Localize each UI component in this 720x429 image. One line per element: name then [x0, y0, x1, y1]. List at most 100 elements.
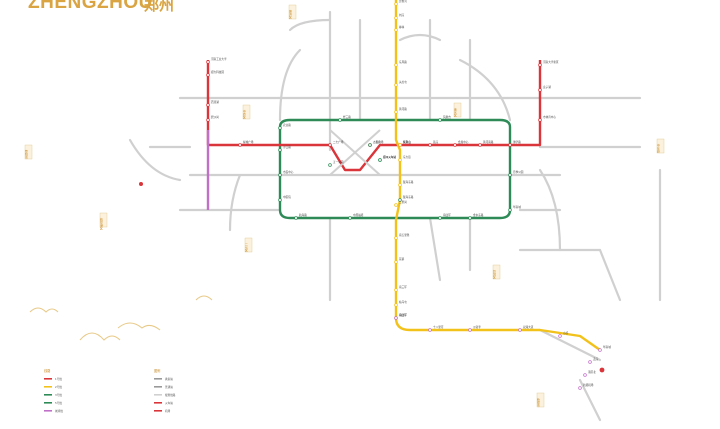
district-tag-bg: [242, 104, 251, 120]
district-tag-bg: [453, 102, 462, 118]
station-label: 黄河路: [399, 107, 407, 111]
station-dot: [398, 143, 402, 147]
station-dot: [583, 373, 587, 377]
station-label: 博学路: [513, 140, 521, 144]
station-label: 绿城广场: [243, 140, 254, 144]
station-dot: [278, 126, 282, 130]
station-label: 新郑机场: [583, 383, 594, 387]
legend-swatch: [44, 378, 52, 380]
station-label: 站马屯: [399, 300, 407, 304]
legend-swatch: [44, 394, 52, 396]
station-label: 中原福塔: [353, 213, 364, 217]
station-label: 南四环: [399, 313, 407, 317]
station-dot: [518, 328, 522, 332]
station-dot: [394, 2, 398, 6]
station-label: 沙窝李: [473, 325, 481, 329]
station-label: 贾鲁河: [399, 0, 407, 3]
station-dot: [578, 386, 582, 390]
station-label: 华南城: [603, 345, 611, 349]
station-dot: [294, 216, 298, 220]
station-dot: [394, 203, 398, 207]
station-label: 中医院: [283, 195, 291, 199]
station-dot: [328, 163, 332, 167]
district-name: 新郑市: [536, 397, 540, 408]
station-label: 市体育中心: [543, 115, 556, 119]
district-name: 中原区: [242, 109, 246, 119]
station-dot: [508, 208, 512, 212]
station-label: 郑州火车站: [383, 155, 396, 159]
station-dot: [598, 348, 602, 352]
district-name: 航空港区: [99, 217, 103, 230]
station-label: 港区北: [588, 370, 596, 374]
station-dot: [206, 118, 210, 122]
station-dot: [394, 316, 398, 320]
station-dot: [238, 143, 242, 147]
station-dot: [278, 148, 282, 152]
station-label: 金水东路: [473, 213, 484, 217]
station-dot: [558, 334, 562, 338]
station-label: 陇海东路: [403, 195, 414, 199]
legend-label: 1号线: [55, 377, 62, 381]
legend-swatch: [154, 386, 162, 388]
station-dot: [538, 88, 542, 92]
station-label: 航海路: [299, 213, 307, 217]
station-label: 碧沙岗: [211, 115, 219, 119]
legend-swatch: [44, 410, 52, 412]
station-label: 二七广场: [373, 140, 384, 144]
station-dot: [206, 73, 210, 77]
station-label: 会展中心: [458, 140, 469, 144]
station-label: 紫荆山: [403, 140, 411, 144]
legend-label: 3号线: [55, 393, 62, 397]
station-dot: [468, 328, 472, 332]
planned-lines: [128, 10, 662, 422]
station-dot: [328, 143, 332, 147]
district-tag-bg: [492, 264, 501, 280]
district-name: 金水区: [453, 107, 457, 117]
district-name: 二七区: [244, 243, 248, 252]
station-label: 双湖大道: [523, 325, 534, 329]
train-station-icon: [139, 182, 143, 186]
station-dot: [368, 143, 372, 147]
legend-label: 5号线: [55, 401, 62, 405]
station-label: 华南城: [513, 205, 521, 209]
station-dot: [394, 288, 398, 292]
station-label: 十八里河: [433, 325, 444, 329]
station-label: 柳林: [399, 25, 405, 29]
station-label: 凤凰台: [443, 115, 451, 119]
station-label: 西流湖: [211, 100, 219, 104]
map-title-zh: 郑州: [144, 0, 175, 14]
station-dot: [478, 143, 482, 147]
station-dot: [206, 60, 210, 64]
district-tag-bg: [99, 212, 108, 228]
station-label: 南四环: [443, 213, 451, 217]
station-label: 二七广场: [333, 140, 344, 144]
station-markers: [206, 2, 602, 390]
station-label: 河南工业大学: [211, 57, 227, 61]
station-label: 沙口路: [283, 145, 291, 149]
district-name: 中牟县: [656, 143, 660, 154]
station-dot: [508, 173, 512, 177]
station-label: 二里岗: [399, 200, 407, 204]
legend-swatch: [154, 410, 162, 412]
station-labels: 河南工业大学郑大科技园西流湖碧沙岗绿城广场二七广场人民路紫荆山燕庄会展中心黄河南…: [211, 0, 611, 387]
station-dot: [538, 63, 542, 67]
district-tag-bg: [244, 237, 253, 253]
station-dot: [378, 158, 382, 162]
station-dot: [394, 28, 398, 32]
station-dot: [508, 143, 512, 147]
line-2-route: [394, 0, 601, 351]
station-dot: [438, 118, 442, 122]
station-dot: [398, 183, 402, 187]
legend-swatch: [154, 394, 162, 396]
station-dot: [278, 173, 282, 177]
legend-label: 火车站: [165, 401, 173, 405]
station-label: 龙子湖: [543, 85, 551, 89]
station-dot: [453, 143, 457, 147]
legend-heading-icons: 图例: [154, 368, 160, 373]
legend-swatch: [44, 386, 52, 388]
station-dot: [206, 103, 210, 107]
legend-heading-lines: 线路: [44, 368, 51, 373]
station-label: 花寨: [399, 257, 405, 261]
